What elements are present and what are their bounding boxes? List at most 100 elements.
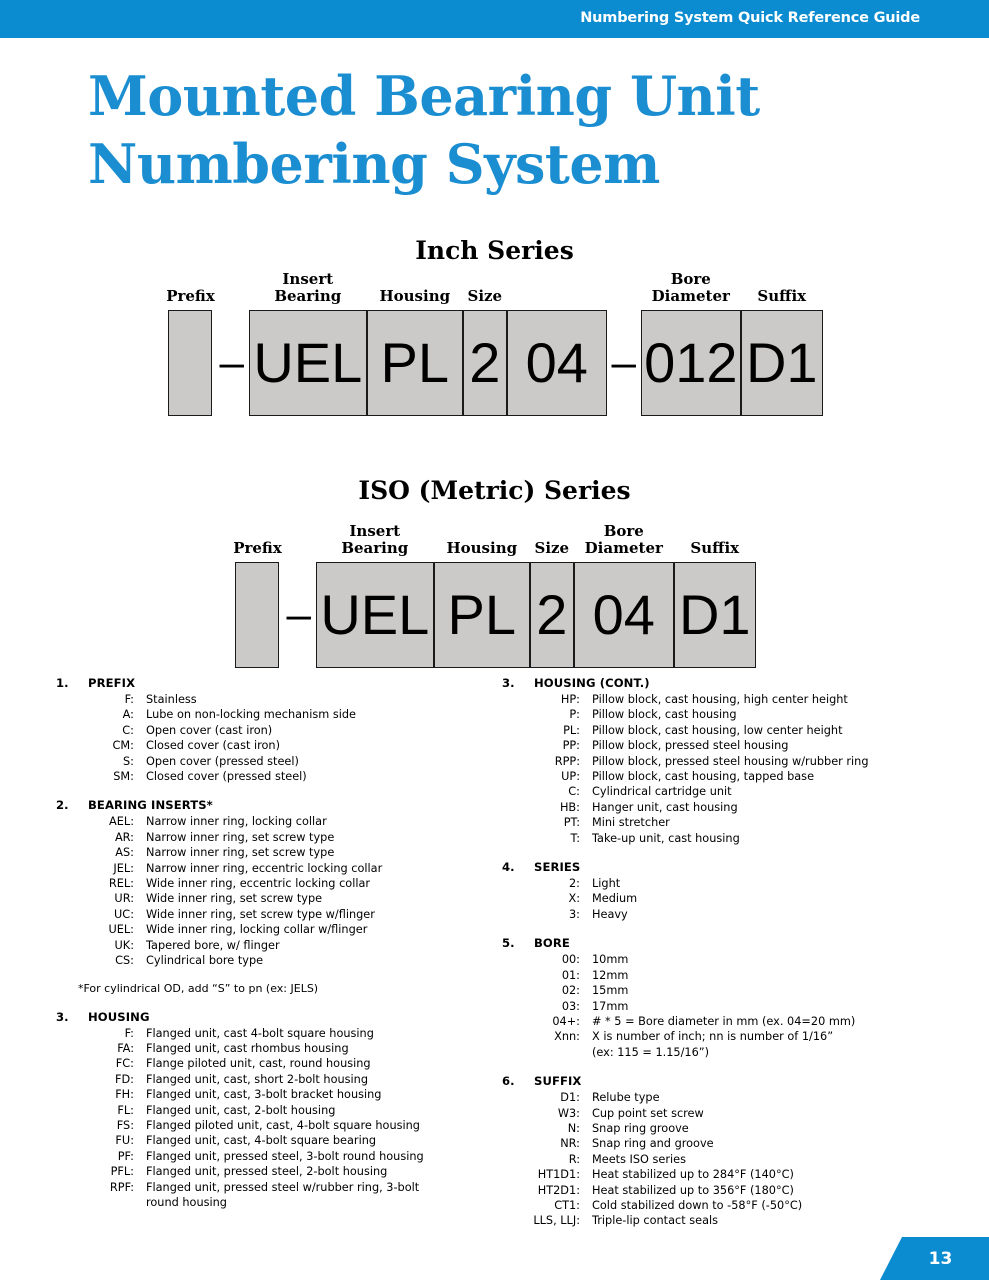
header-guide-label: Numbering System Quick Reference Guide xyxy=(580,10,920,26)
inch-segment-box: D1 xyxy=(740,310,823,416)
inch-segment-label: Prefix xyxy=(166,287,215,305)
legend-entry-code: 01: xyxy=(561,968,580,982)
legend-entry-description-line: Closed cover (cast iron) xyxy=(146,739,280,753)
legend-entry-description: Closed cover (pressed steel) xyxy=(146,769,486,784)
legend-entry-description: Pillow block, cast housing, tapped base xyxy=(592,769,942,784)
legend-entry-code: F: xyxy=(124,693,134,706)
legend-entry-description-line: Light xyxy=(592,877,621,891)
legend-entry-description-line: Heavy xyxy=(592,907,628,921)
legend-entry-code: W3: xyxy=(557,1106,580,1120)
legend-entry-description-line: Narrow inner ring, set screw type xyxy=(146,830,335,844)
legend-entry-description: Cup point set screw xyxy=(592,1106,942,1121)
inch-segment-box: UEL xyxy=(248,310,367,416)
iso-segment-label: Prefix xyxy=(233,539,282,557)
legend-entry-description-line: Take-up unit, cast housing xyxy=(592,831,740,845)
legend-entry-code: FU: xyxy=(115,1134,134,1148)
legend-entry: FA:Flanged unit, cast rhombus housing xyxy=(56,1041,486,1056)
legend-entry-code: UR: xyxy=(114,892,134,906)
legend-entry-description: Lube on non-locking mechanism side xyxy=(146,707,486,722)
legend-entry-code: N: xyxy=(567,1121,580,1135)
legend-entry-description-line: Wide inner ring, set screw type xyxy=(146,892,323,906)
legend-section-heading: 2.BEARING INSERTS* xyxy=(56,798,486,812)
legend-entry: HT1D1:Heat stabilized up to 284°F (140°C… xyxy=(502,1167,942,1182)
legend-entry-description-line: Tapered bore, w/ flinger xyxy=(146,938,280,952)
legend-entry: FS:Flanged piloted unit, cast, 4-bolt sq… xyxy=(56,1118,486,1133)
legend-entry: HT2D1:Heat stabilized up to 356°F (180°C… xyxy=(502,1183,942,1198)
legend-entry: UR: Wide inner ring, set screw type xyxy=(56,891,486,906)
legend-entry-code: FL: xyxy=(117,1103,134,1117)
legend-entry-description: Pillow block, pressed steel housing xyxy=(592,738,942,753)
legend-entry-description: Meets ISO series xyxy=(592,1152,942,1167)
legend-entry-description-line: Pillow block, cast housing, low center h… xyxy=(592,723,843,737)
legend-section-title: SUFFIX xyxy=(534,1074,582,1089)
legend-entry: FC:Flange piloted unit, cast, round hous… xyxy=(56,1056,486,1071)
legend-entry-description: Closed cover (cast iron) xyxy=(146,738,486,753)
page-number: 13 xyxy=(928,1248,953,1269)
legend-entry-code: P: xyxy=(569,708,580,722)
legend-entry-description: Pillow block, cast housing, high center … xyxy=(592,692,942,707)
legend-entry: R:Meets ISO series xyxy=(502,1152,942,1167)
legend-entry-code: 04+: xyxy=(552,1014,580,1028)
legend-entry-description-line: Wide inner ring, eccentric locking colla… xyxy=(146,877,371,891)
legend-entry-description: Medium xyxy=(592,891,942,906)
legend-entry-description-line: Flanged unit, pressed steel, 2-bolt hous… xyxy=(146,1165,388,1179)
legend-entry-description-line: Cylindrical cartridge unit xyxy=(592,785,732,799)
inch-segment-box xyxy=(168,310,213,416)
legend-entry-description: Flanged unit, pressed steel, 2-bolt hous… xyxy=(146,1164,486,1179)
legend-entry-description-line: Cup point set screw xyxy=(592,1106,704,1120)
legend-entry: W3: Cup point set screw xyxy=(502,1106,942,1121)
legend-entry-description-line: Stainless xyxy=(146,693,197,706)
legend-entry: UK:Tapered bore, w/ flinger xyxy=(56,938,486,953)
legend-section-number: 3. xyxy=(56,1009,69,1024)
legend-entry-description-line: 10mm xyxy=(592,953,629,967)
iso-segment-box: PL xyxy=(433,562,530,668)
legend-entry-description: 15mm xyxy=(592,983,942,998)
legend-entry-description-line: Cylindrical bore type xyxy=(146,954,264,968)
legend-entry-code: S: xyxy=(123,754,134,768)
legend-entry-description-line: Pillow block, cast housing, tapped base xyxy=(592,770,815,784)
legend-entry-description-line: Snap ring and groove xyxy=(592,1137,714,1151)
legend-entry-code: PF: xyxy=(117,1149,134,1163)
legend-entry-description: Wide inner ring, locking collar w/flinge… xyxy=(146,922,486,937)
legend-entry: A:Lube on non-locking mechanism side xyxy=(56,707,486,722)
legend-entry-code: RPF: xyxy=(109,1180,134,1194)
legend-section: 3.HOUSING (CONT.)HP:Pillow block, cast h… xyxy=(502,676,942,846)
legend-entry-description: Stainless xyxy=(146,692,486,707)
legend-entry-description: Cylindrical bore type xyxy=(146,953,486,968)
legend-entry: CM:Closed cover (cast iron) xyxy=(56,738,486,753)
legend-entry-description-line: Flanged unit, cast, 4-bolt square bearin… xyxy=(146,1134,377,1148)
legend-entry-description-line: # * 5 = Bore diameter in mm (ex. 04=20 m… xyxy=(592,1014,856,1028)
inch-separator-dash: – xyxy=(611,338,637,387)
legend-entry-description: Heat stabilized up to 284°F (140°C) xyxy=(592,1167,942,1182)
legend-entry-description-continued: (ex: 115 = 1.15/16”) xyxy=(592,1045,710,1059)
legend-entry-description: Flanged unit, pressed steel w/rubber rin… xyxy=(146,1180,486,1211)
legend-entry-description-line: Lube on non-locking mechanism side xyxy=(146,708,356,722)
legend-entry-description: Relube type xyxy=(592,1090,942,1105)
iso-segment-label: Suffix xyxy=(690,539,740,557)
legend-section-title: SERIES xyxy=(534,860,581,875)
inch-segment-box: PL xyxy=(366,310,463,416)
inch-segment-label: Insert Bearing xyxy=(274,270,342,305)
inch-segment-box: 2 xyxy=(462,310,507,416)
legend-entry: 2:Light xyxy=(502,876,942,891)
legend-entry-code: CT1: xyxy=(554,1198,580,1212)
legend-entry-description-line: 12mm xyxy=(592,968,629,982)
legend-entry: F:Flanged unit, cast 4-bolt square housi… xyxy=(56,1026,486,1041)
legend-entry-description-line: Closed cover (pressed steel) xyxy=(146,770,307,784)
iso-segment-label: Size xyxy=(534,539,570,557)
legend-entry: Xnn:X is number of inch; nn is number of… xyxy=(502,1029,942,1060)
legend-entry-description: Pillow block, cast housing xyxy=(592,707,942,722)
legend-entry-code: JEL: xyxy=(113,861,134,875)
legend-entry: 04+: # * 5 = Bore diameter in mm (ex. 04=… xyxy=(502,1014,942,1029)
legend-entry: FL:Flanged unit, cast, 2-bolt housing xyxy=(56,1103,486,1118)
legend-entry-description: Wide inner ring, set screw type w/flinge… xyxy=(146,907,486,922)
legend-section-heading: 5.BORE xyxy=(502,936,942,950)
legend-entry-description-line: Wide inner ring, set screw type w/flinge… xyxy=(146,907,375,921)
legend-section-heading: 4.SERIES xyxy=(502,860,942,874)
legend-entry-description: Open cover (pressed steel) xyxy=(146,754,486,769)
